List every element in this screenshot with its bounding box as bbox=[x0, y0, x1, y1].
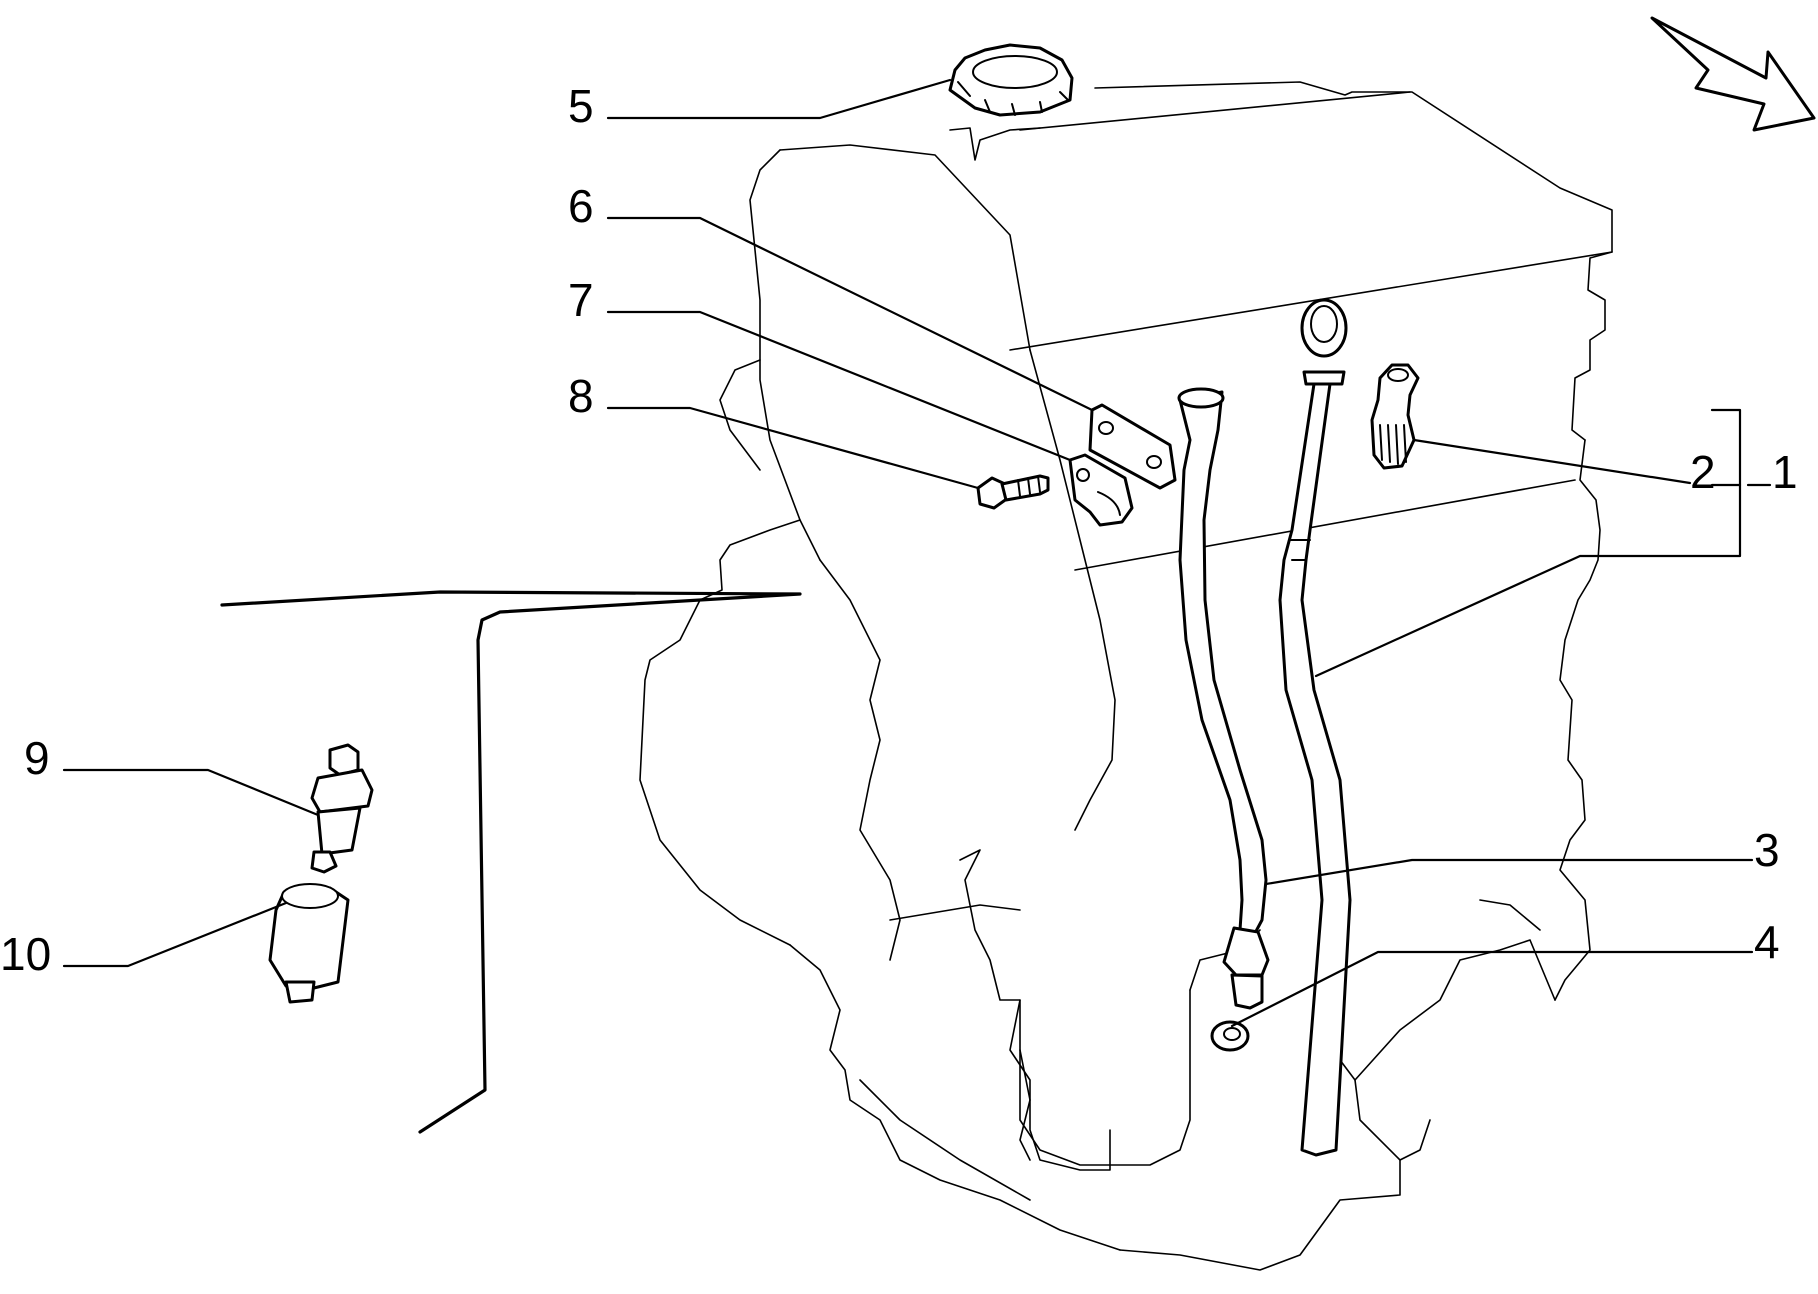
leader-lines bbox=[62, 78, 1772, 1028]
rubber-plug bbox=[1370, 363, 1420, 470]
callout-8: 8 bbox=[568, 370, 594, 422]
tube-clamp bbox=[1068, 453, 1134, 527]
callout-3: 3 bbox=[1754, 824, 1780, 876]
dipstick-guide-tube bbox=[1177, 387, 1270, 1010]
callout-7: 7 bbox=[568, 274, 594, 326]
callout-2: 2 bbox=[1690, 446, 1716, 498]
sensor-boot bbox=[268, 883, 350, 1004]
mounting-plate bbox=[1088, 403, 1177, 490]
callout-labels: 1 2 3 4 5 6 7 8 9 10 bbox=[0, 80, 1798, 980]
callout-9: 9 bbox=[24, 732, 50, 784]
callout-5: 5 bbox=[568, 80, 594, 132]
callout-6: 6 bbox=[568, 180, 594, 232]
engine-block-outline bbox=[639, 81, 1613, 1271]
seal-ring bbox=[1210, 1020, 1250, 1052]
dipstick bbox=[1278, 298, 1352, 1157]
oil-filler-cap bbox=[948, 43, 1074, 117]
bolt bbox=[976, 474, 1050, 510]
oil-pressure-sensor bbox=[310, 743, 374, 874]
callout-10: 10 bbox=[0, 928, 51, 980]
callout-4: 4 bbox=[1754, 916, 1780, 968]
arrow-down-right-icon bbox=[1650, 16, 1816, 132]
leader-frame-line bbox=[220, 590, 802, 1134]
callout-1: 1 bbox=[1772, 446, 1798, 498]
